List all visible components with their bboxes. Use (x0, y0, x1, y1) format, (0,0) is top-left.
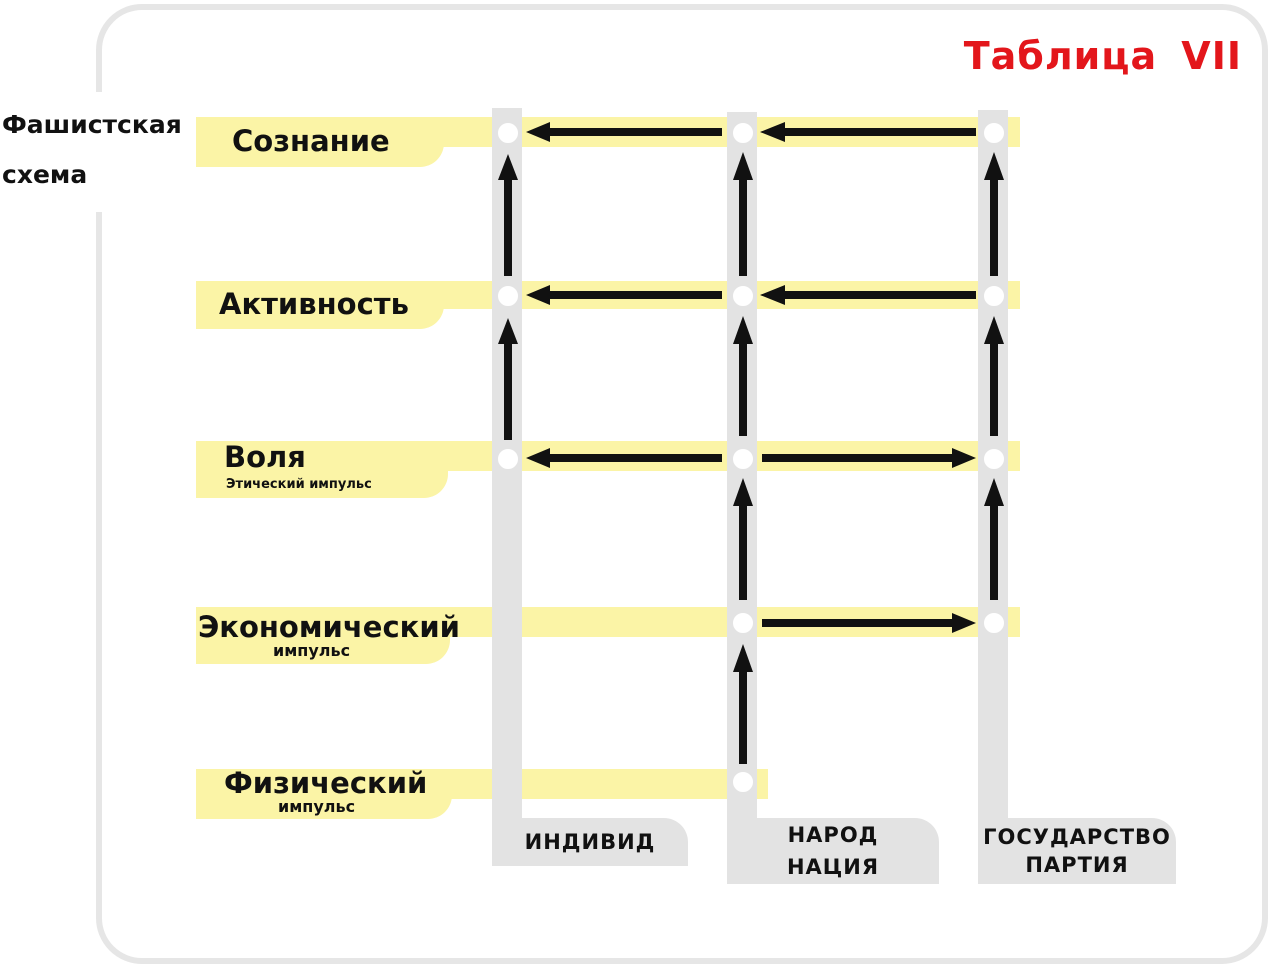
node-individual-will (496, 447, 520, 471)
arrow-people-activity-to-consciousness (733, 152, 753, 276)
node-people-economic (731, 611, 755, 635)
arrow-people-physical-to-economic (733, 644, 753, 764)
node-state-activity (982, 284, 1006, 308)
node-people-consciousness (731, 121, 755, 145)
node-state-economic (982, 611, 1006, 635)
scheme-title: Фашистская схема (2, 100, 182, 200)
level-label-physical: Физический (224, 766, 428, 800)
column-tab-state: ГОСУДАРСТВО ПАРТИЯ (978, 818, 1176, 884)
node-people-activity (731, 284, 755, 308)
column-tab-state-line-1: ГОСУДАРСТВО (983, 825, 1171, 849)
arrow-individual-activity-to-consciousness (498, 154, 518, 276)
scheme-title-line-2: схема (2, 160, 88, 189)
column-tab-people: НАРОД НАЦИЯ (727, 818, 939, 884)
column-tab-people-line-2: НАЦИЯ (786, 855, 880, 879)
node-state-will (982, 447, 1006, 471)
node-people-will (731, 447, 755, 471)
band-label-will (196, 441, 448, 498)
arrow-people-to-individual-consciousness (526, 122, 722, 142)
arrow-individual-will-to-activity (498, 318, 518, 440)
column-tab-state-line-2: ПАРТИЯ (1025, 853, 1129, 877)
level-sublabel-will: Этический импульс (226, 477, 372, 492)
band-label-activity (196, 281, 444, 329)
column-tab-individual: ИНДИВИД (492, 818, 688, 866)
level-sublabel-economic: импульс (273, 641, 351, 660)
node-individual-activity (496, 284, 520, 308)
table-title: Таблица VII (963, 34, 1242, 78)
arrow-state-will-to-activity (984, 316, 1004, 436)
column-tab-people-line-1: НАРОД (787, 823, 879, 847)
arrow-people-economic-to-will (733, 478, 753, 600)
column-tab-individual-line-1: ИНДИВИД (524, 830, 656, 854)
arrow-people-to-individual-activity (526, 285, 722, 305)
arrow-people-to-state-economic (762, 613, 976, 633)
frame-gap (90, 92, 106, 212)
level-label-activity: Активность (219, 287, 409, 321)
arrow-state-economic-to-will (984, 478, 1004, 600)
level-sublabel-physical: импульс (278, 797, 356, 816)
level-label-will: Воля (224, 440, 306, 474)
arrow-people-to-individual-will (526, 448, 722, 468)
level-label-consciousness: Сознание (232, 124, 390, 158)
node-individual-consciousness (496, 121, 520, 145)
arrow-state-activity-to-consciousness (984, 152, 1004, 276)
arrow-state-to-people-activity (760, 285, 976, 305)
level-label-economic: Экономический (198, 610, 460, 644)
arrow-people-to-state-will (762, 448, 976, 468)
arrow-people-will-to-activity (733, 316, 753, 436)
scheme-title-line-1: Фашистская (2, 110, 182, 139)
band-label-physical (196, 769, 452, 819)
diagram-frame (96, 4, 1268, 964)
arrow-state-to-people-consciousness (760, 122, 976, 142)
band-label-economic (196, 607, 450, 664)
band-label-consciousness (196, 117, 444, 167)
node-people-physical (731, 770, 755, 794)
node-state-consciousness (982, 121, 1006, 145)
